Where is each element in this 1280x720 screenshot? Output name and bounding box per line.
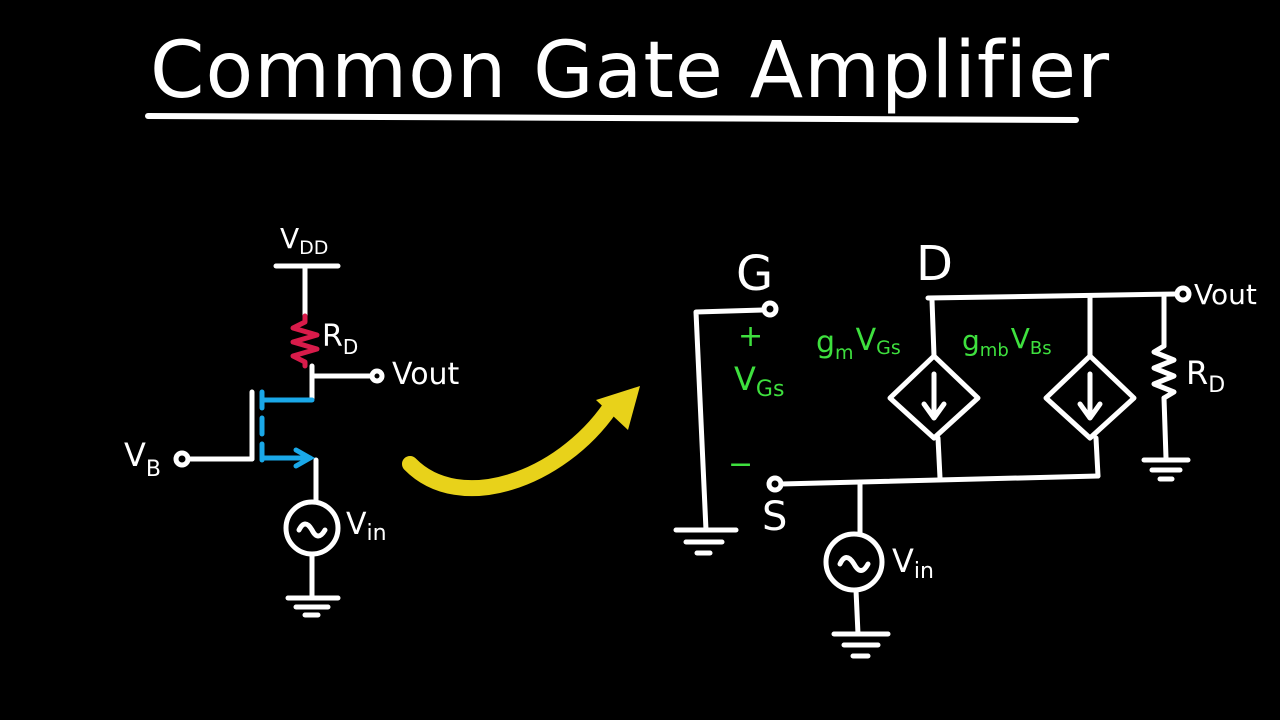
vb-terminal: [173, 450, 191, 468]
resistor-rd: [290, 313, 320, 369]
rd-resistor: [1151, 343, 1177, 401]
drain-rail: [925, 291, 1179, 301]
left-labels: VDD RD Vout VB Vin: [124, 222, 460, 546]
sine-symbol-2: [837, 555, 871, 573]
vin-label-2: Vin: [892, 542, 934, 584]
vout-label-2: Vout: [1194, 278, 1257, 311]
gmb-diamond: [1043, 353, 1137, 441]
source-label: S: [762, 494, 787, 540]
title-underline: [145, 113, 1079, 123]
rd-label-2: RD: [1186, 354, 1225, 398]
vout-terminal: [369, 368, 385, 384]
gmb-bottom-wire: [1093, 435, 1101, 479]
vout-label: Vout: [392, 357, 460, 392]
transform-arrow: [402, 386, 640, 497]
nmos-transistor: [249, 389, 316, 469]
gm-top-wire: [929, 297, 937, 359]
sine-symbol: [296, 521, 328, 539]
vin-label: Vin: [346, 507, 387, 546]
source-arrow: [293, 447, 316, 469]
gm-bottom-wire: [935, 435, 943, 481]
drain-label: D: [916, 236, 953, 292]
right-labels: G D S + − VGs gmVGs gmbVBs RD Vout Vin: [728, 236, 1257, 584]
gate-wire: [693, 307, 767, 533]
gmb-arrow-head: [1077, 401, 1103, 421]
rd-bottom-wire: [1161, 395, 1169, 461]
vin-ground-wire: [853, 587, 861, 637]
vgs-label: VGs: [734, 360, 784, 402]
gate-label: G: [736, 246, 773, 302]
gm-arrow-head: [921, 401, 947, 421]
small-signal-model: [673, 285, 1192, 659]
arrow-shaft: [402, 400, 618, 497]
page-title: Common Gate Amplifier: [150, 26, 1111, 116]
gmb-vbs-label: gmbVBs: [962, 322, 1052, 361]
vb-label: VB: [124, 436, 161, 482]
rd-label: RD: [322, 319, 358, 359]
gm-vgs-label: gmVGs: [816, 323, 901, 364]
vout-terminal-2: [1174, 285, 1192, 303]
arrow-head: [596, 386, 640, 430]
source-rail: [778, 473, 1101, 487]
vdd-label: VDD: [280, 222, 328, 259]
plus-sign: +: [738, 319, 763, 354]
gm-diamond: [887, 353, 981, 441]
common-gate-circuit: [173, 263, 385, 618]
minus-sign: −: [728, 447, 753, 482]
